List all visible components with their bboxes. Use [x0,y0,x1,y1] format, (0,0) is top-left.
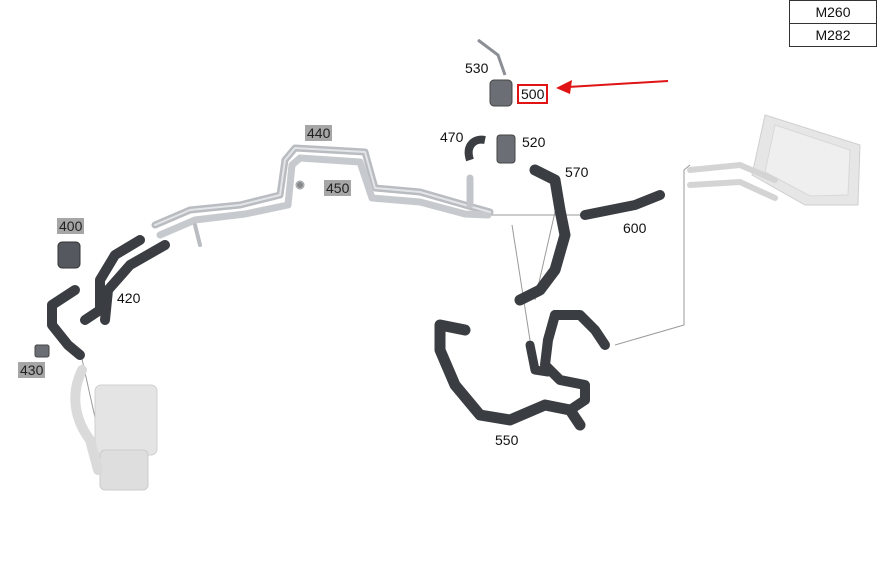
callout-600[interactable]: 600 [623,220,647,236]
rubber-hoses [47,164,665,431]
small-parts [34,38,516,358]
engine-code-table: M260 M282 [789,0,877,47]
callout-530[interactable]: 530 [465,60,489,76]
engine-code-m282: M282 [790,23,876,46]
red-arrow-icon [556,80,669,94]
coolant-pipes [151,144,494,247]
heater-core-ghost [687,114,861,206]
callout-500-highlighted[interactable]: 500 [517,84,549,104]
callout-520[interactable]: 520 [522,134,546,150]
leader-lines [79,164,691,441]
callout-450[interactable]: 450 [324,180,352,196]
callout-570[interactable]: 570 [565,164,589,180]
callout-440[interactable]: 440 [305,125,333,141]
callout-550[interactable]: 550 [495,432,519,448]
callout-420[interactable]: 420 [117,290,141,306]
callout-400[interactable]: 400 [57,218,85,234]
engine-code-m260: M260 [790,0,876,23]
callout-470[interactable]: 470 [440,129,464,145]
callout-430[interactable]: 430 [18,362,46,378]
heater-unit-ghost [70,365,158,491]
